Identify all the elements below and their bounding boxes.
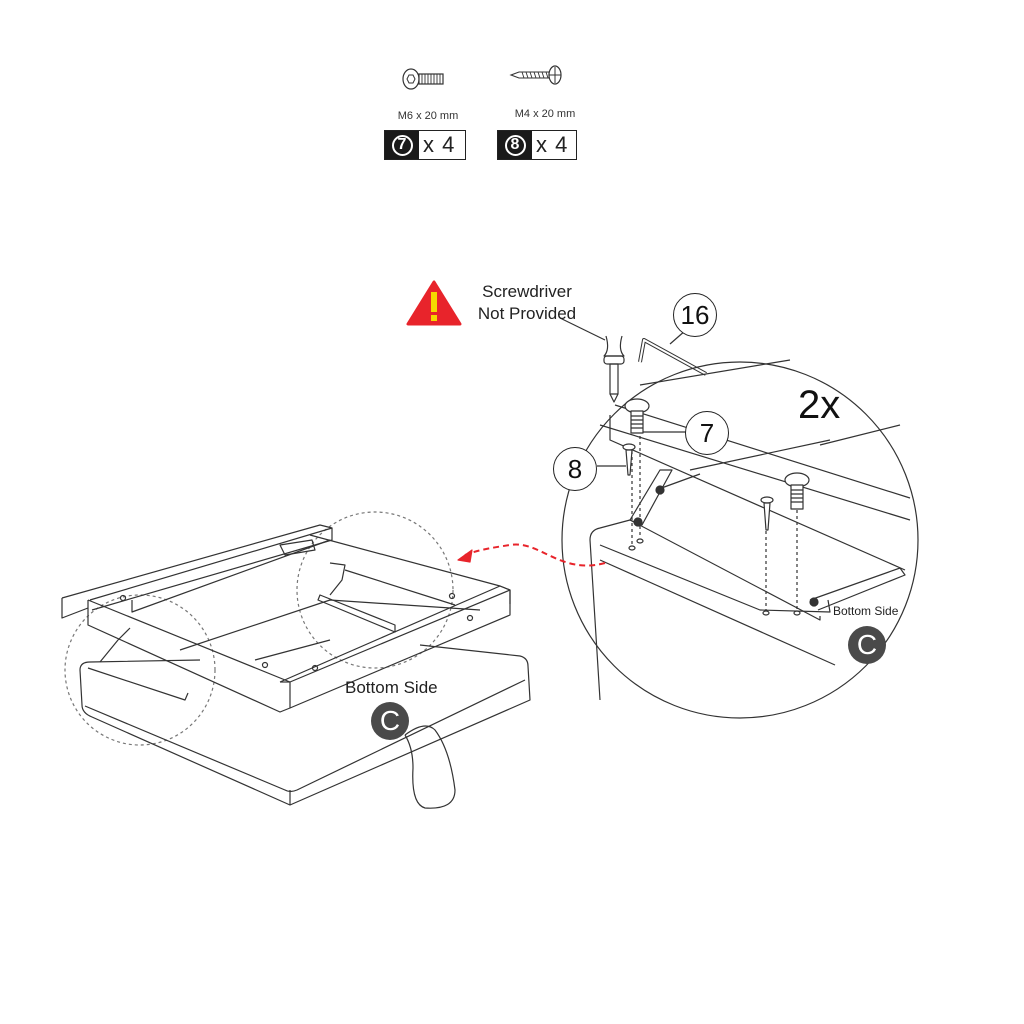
warning-line-2: Not Provided (477, 304, 577, 323)
detail-part-badge: C (848, 626, 886, 664)
callout-bolt: 7 (685, 411, 729, 455)
warning-label: Screwdriver Not Provided (462, 281, 592, 325)
hardware-8-spec: M4 x 20 mm (514, 108, 576, 120)
callout-allen-key: 16 (673, 293, 717, 337)
hardware-7-spec: M6 x 20 mm (397, 110, 459, 122)
detail-side-label: Bottom Side (833, 604, 899, 618)
hardware-list: M6 x 20 mm M4 x 20 mm 7 x 4 8 x 4 (380, 60, 600, 170)
hardware-8-quantity: 8 x 4 (497, 130, 577, 160)
bolt-icon (402, 68, 444, 90)
bolt-7-detail (624, 398, 810, 510)
overview-side-label: Bottom Side (345, 678, 438, 697)
screwdriver-icon (559, 317, 625, 403)
detail-circle (561, 361, 919, 719)
quantity-label: x 4 (419, 131, 465, 159)
quantity-label: x 4 (532, 131, 576, 159)
overview-part-badge: C (371, 702, 409, 740)
callout-screw: 8 (553, 447, 597, 491)
screw-8-detail (622, 443, 774, 531)
hardware-7-quantity: 7 x 4 (384, 130, 466, 160)
strap (404, 725, 456, 809)
warning-triangle-icon (406, 280, 462, 326)
warning-line-1: Screwdriver (482, 282, 572, 301)
part-number-7: 7 (391, 134, 413, 156)
part-number-8: 8 (504, 134, 526, 156)
wood-screw-icon (509, 65, 562, 85)
detail-multiplier: 2x (798, 383, 841, 427)
